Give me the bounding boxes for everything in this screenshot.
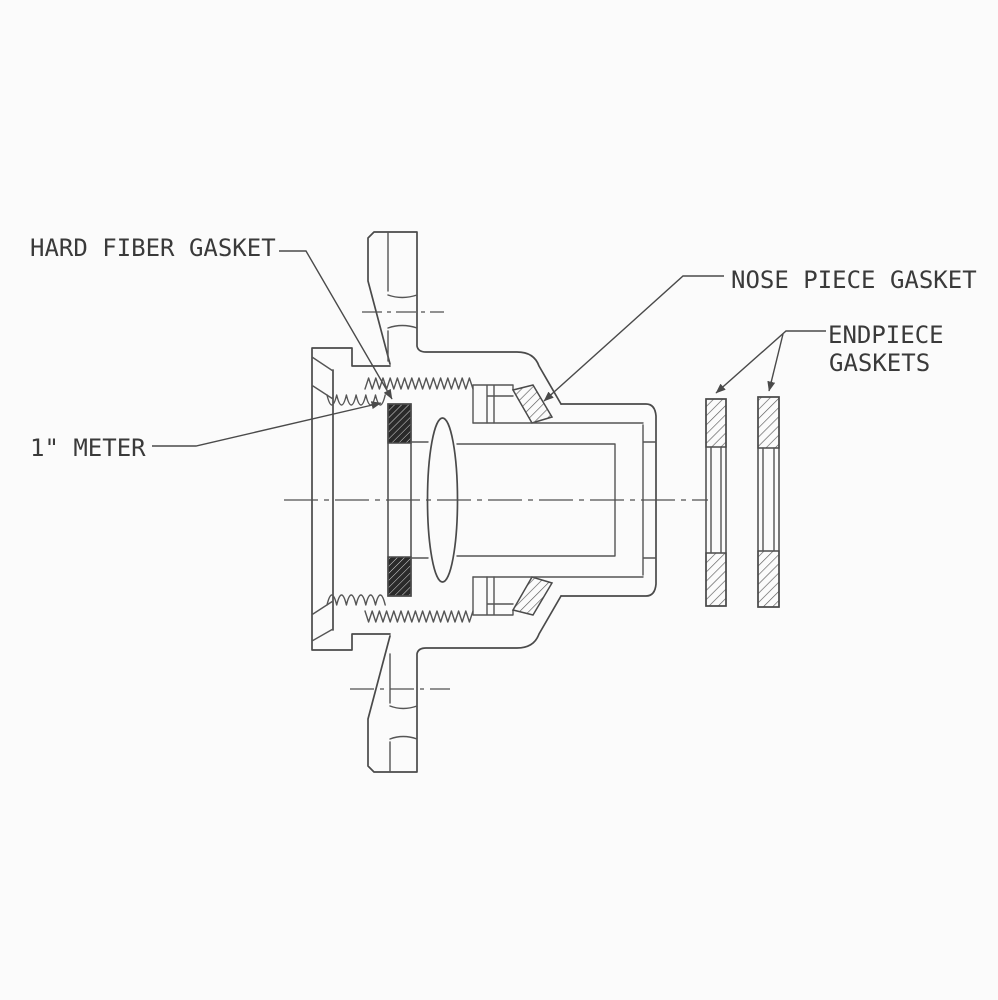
label-endpiece-gaskets-line2: GASKETS (829, 349, 930, 377)
leader-endpiece (715, 330, 826, 394)
endpiece-gasket-2 (757, 396, 780, 608)
label-hard-fiber-gasket: HARD FIBER GASKET (30, 234, 276, 262)
label-endpiece-gaskets-line1: ENDPIECE (828, 321, 944, 349)
coupling-nut-outline (311, 231, 562, 773)
meter-threads (326, 377, 474, 623)
label-meter-size: 1" METER (30, 434, 146, 462)
leader-meter (152, 401, 382, 447)
centerline (284, 311, 708, 690)
leader-nose-piece (543, 275, 724, 402)
label-nose-piece-gasket: NOSE PIECE GASKET (731, 266, 977, 294)
leader-hard-fiber (279, 250, 393, 400)
endpiece-gasket-1 (705, 398, 727, 607)
nose-piece (472, 384, 514, 616)
nose-piece-gasket-section (511, 384, 554, 616)
